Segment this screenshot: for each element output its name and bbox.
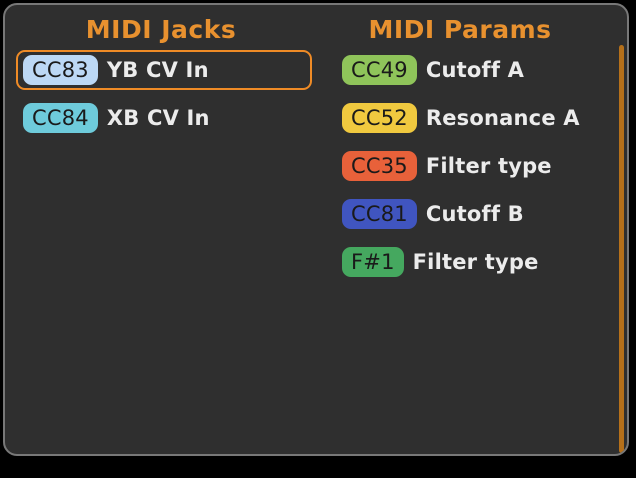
midi-row-label: Cutoff B: [425, 202, 524, 226]
midi-row[interactable]: CC81 Cutoff B: [335, 194, 607, 234]
midi-row[interactable]: CC35 Filter type: [335, 146, 607, 186]
midi-cc-badge[interactable]: CC83: [23, 55, 98, 85]
midi-row[interactable]: CC84 XB CV In: [16, 98, 312, 138]
midi-row-label: Filter type: [412, 250, 539, 274]
midi-cc-badge[interactable]: CC35: [342, 151, 417, 181]
midi-jacks-column: MIDI Jacks CC83 YB CV In CC84 XB CV In: [5, 5, 323, 146]
vertical-scrollbar[interactable]: [619, 45, 624, 453]
midi-cc-badge[interactable]: F#1: [342, 247, 404, 277]
midi-row[interactable]: F#1 Filter type: [335, 242, 607, 282]
midi-row-label: Filter type: [425, 154, 552, 178]
midi-cc-badge[interactable]: CC52: [342, 103, 417, 133]
midi-params-header: MIDI Params: [368, 15, 552, 44]
midi-cc-badge[interactable]: CC81: [342, 199, 417, 229]
midi-row-label: YB CV In: [106, 58, 209, 82]
midi-row[interactable]: CC83 YB CV In: [16, 50, 312, 90]
midi-row-label: XB CV In: [106, 106, 210, 130]
midi-cc-badge[interactable]: CC49: [342, 55, 417, 85]
midi-jacks-header: MIDI Jacks: [85, 15, 237, 44]
midi-row-label: Resonance A: [425, 106, 580, 130]
midi-row[interactable]: CC52 Resonance A: [335, 98, 607, 138]
midi-row-label: Cutoff A: [425, 58, 525, 82]
midi-mapping-panel: MIDI Jacks CC83 YB CV In CC84 XB CV In MIDI…: [3, 3, 629, 456]
scrollbar-thumb[interactable]: [619, 45, 624, 453]
midi-row[interactable]: CC49 Cutoff A: [335, 50, 607, 90]
midi-jacks-list: CC83 YB CV In CC84 XB CV In: [5, 50, 323, 138]
midi-cc-badge[interactable]: CC84: [23, 103, 98, 133]
